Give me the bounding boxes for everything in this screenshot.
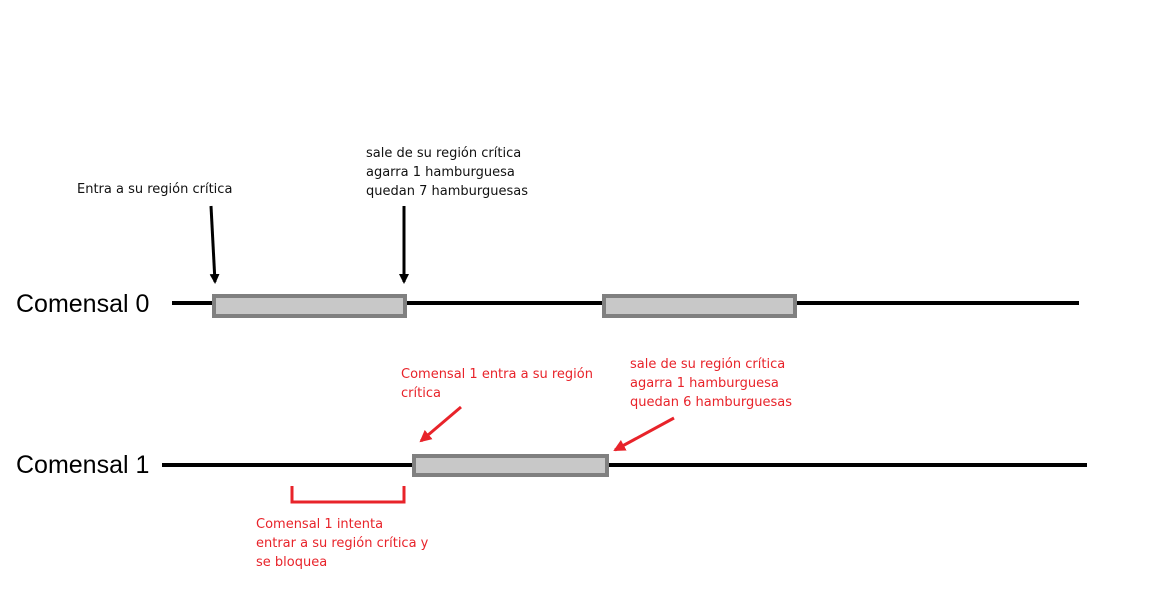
annotation-exit-comensal-1: sale de su región crítica agarra 1 hambu…: [630, 355, 792, 412]
arrow-enter-comensal-1: [419, 405, 462, 443]
comensal-0-critical-section-1: [212, 294, 407, 318]
annotation-line: Entra a su región crítica: [77, 182, 233, 197]
annotation-line: sale de su región crítica: [366, 146, 522, 161]
comensal-1-label: Comensal 1: [16, 451, 150, 479]
annotation-line: entrar a su región crítica y: [256, 536, 429, 551]
annotation-line: Comensal 1 intenta: [256, 517, 384, 532]
blocked-wait-bracket: [290, 486, 406, 504]
arrow-enter-comensal-0: [209, 205, 220, 284]
annotation-line: agarra 1 hamburguesa: [366, 165, 515, 180]
annotation-line: se bloquea: [256, 555, 328, 570]
arrow-exit-comensal-1: [613, 416, 675, 452]
annotation-blocked-comensal-1: Comensal 1 intenta entrar a su región cr…: [256, 515, 428, 572]
comensal-0-critical-section-2: [602, 294, 797, 318]
annotation-line: crítica: [401, 386, 441, 401]
annotation-line: agarra 1 hamburguesa: [630, 376, 779, 391]
annotation-line: Comensal 1 entra a su región: [401, 367, 593, 382]
annotation-enter-comensal-1: Comensal 1 entra a su región crítica: [401, 365, 593, 403]
annotation-enter-comensal-0: Entra a su región crítica: [77, 180, 232, 199]
annotation-line: quedan 6 hamburguesas: [630, 395, 792, 410]
comensal-0-timeline: [172, 294, 1079, 318]
annotation-exit-comensal-0: sale de su región crítica agarra 1 hambu…: [366, 144, 528, 201]
comensal-0-label: Comensal 0: [16, 290, 150, 318]
annotation-line: sale de su región crítica: [630, 357, 786, 372]
annotation-line: quedan 7 hamburguesas: [366, 184, 528, 199]
comensal-1-timeline: [162, 454, 1087, 477]
comensal-1-critical-section: [412, 454, 609, 477]
